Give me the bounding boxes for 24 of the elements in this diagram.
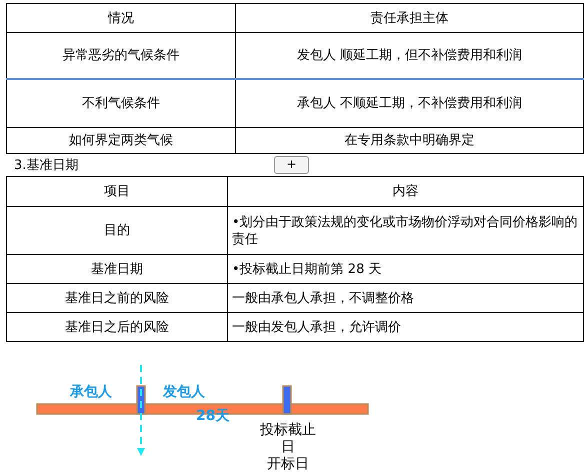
table-cell: •划分由于政策法规的变化或市场物价浮动对合同价格影响的责任 [228,206,584,254]
table-cell: 目的 [6,206,228,254]
table-cell: 异常恶劣的气候条件 [6,32,236,78]
table-cell: •投标截止日期前第 28 天 [228,254,584,284]
table-cell: 基准日之后的风险 [6,312,228,342]
section-heading: 3.基准日期 [14,157,78,174]
table-cell: 不利气候条件 [6,78,236,128]
table-cell: 一般由承包人承担，不调整价格 [228,284,584,312]
table-cell: 内容 [228,176,584,206]
table-cell: 发包人 顺延工期，但不补偿费用和利润 [236,32,584,78]
table-cell: 责任承担主体 [236,4,584,32]
table-cell: 如何界定两类气候 [6,128,236,154]
table-cell: 在专用条款中明确界定 [236,128,584,154]
timeline-label: 投标截止日 [259,422,317,456]
table-cell: 情况 [6,4,236,32]
timeline-label: 开标日 [266,456,310,473]
table-cell: 基准日期 [6,254,228,284]
table-cell: 承包人 不顺延工期，不补偿费用和利润 [236,78,584,128]
table-cell: 项目 [6,176,228,206]
add-button: + [274,156,309,174]
timeline-label: 承包人 [70,383,112,401]
timeline-label: 发包人 [163,383,205,401]
table-cell: 一般由发包人承担，允许调价 [228,312,584,342]
table-cell: 基准日之前的风险 [6,284,228,312]
